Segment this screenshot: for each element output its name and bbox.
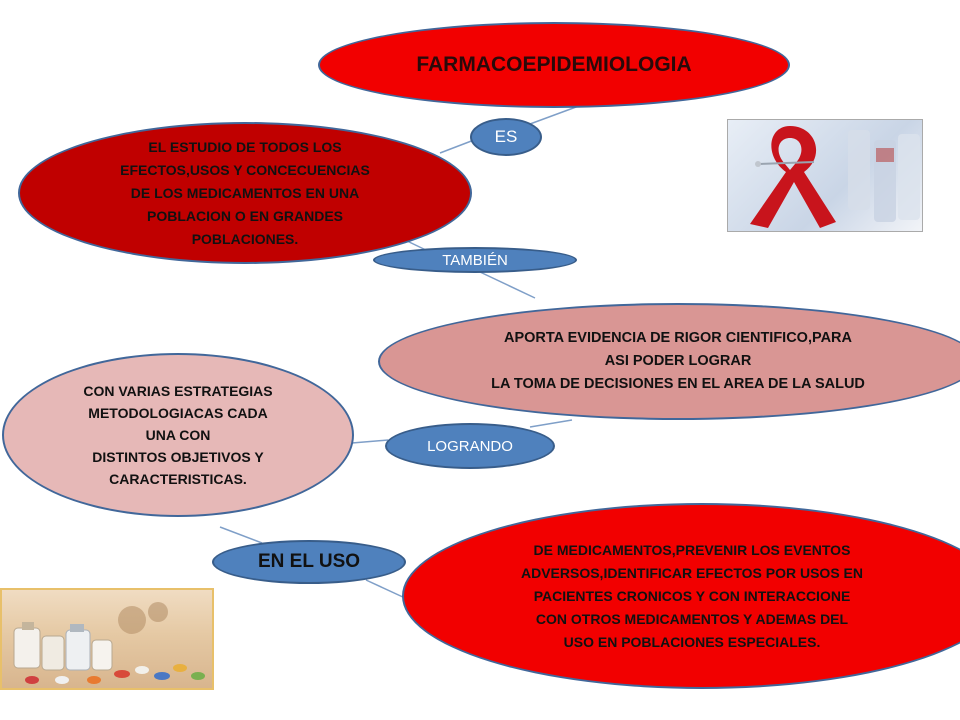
aporta-node: APORTA EVIDENCIA DE RIGOR CIENTIFICO,PAR… xyxy=(378,303,960,420)
title-text: FARMACOEPIDEMIOLOGIA xyxy=(416,53,692,76)
pills-illustration xyxy=(13,602,205,684)
definition-text: EL ESTUDIO DE TODOS LOS EFECTOS,USOS Y C… xyxy=(120,138,370,247)
red-ribbon-photo xyxy=(727,119,923,232)
definition-node: EL ESTUDIO DE TODOS LOS EFECTOS,USOS Y C… xyxy=(18,122,472,264)
estrategias-node: CON VARIAS ESTRATEGIAS METODOLOGIACAS CA… xyxy=(2,353,354,517)
connector-aporta-logrando xyxy=(529,419,573,428)
en-el-uso-connector-label: EN EL USO xyxy=(212,540,406,584)
es-connector-label: ES xyxy=(470,118,542,156)
connector-es-definition xyxy=(439,139,475,154)
connector-tambien-aporta xyxy=(479,271,536,299)
connector-estrategias-enuso xyxy=(219,526,263,544)
medicamentos-node: DE MEDICAMENTOS,PREVENIR LOS EVENTOS ADV… xyxy=(402,503,960,689)
connector-enuso-medicamentos xyxy=(365,579,406,599)
logrando-label-text: LOGRANDO xyxy=(427,437,513,455)
pills-photo xyxy=(0,588,214,690)
tambien-connector-label: TAMBIÉN xyxy=(373,247,577,273)
aporta-text: APORTA EVIDENCIA DE RIGOR CIENTIFICO,PAR… xyxy=(491,330,865,392)
es-label-text: ES xyxy=(494,127,518,146)
estrategias-text: CON VARIAS ESTRATEGIAS METODOLOGIACAS CA… xyxy=(83,383,273,487)
connector-logrando-estrategias xyxy=(351,439,389,444)
logrando-connector-label: LOGRANDO xyxy=(385,423,555,469)
tambien-label-text: TAMBIÉN xyxy=(442,251,508,269)
title-node: FARMACOEPIDEMIOLOGIA xyxy=(318,22,790,108)
medicamentos-text: DE MEDICAMENTOS,PREVENIR LOS EVENTOS ADV… xyxy=(520,541,863,650)
en-el-uso-label-text: EN EL USO xyxy=(257,551,361,572)
red-ribbon-illustration xyxy=(750,126,920,228)
